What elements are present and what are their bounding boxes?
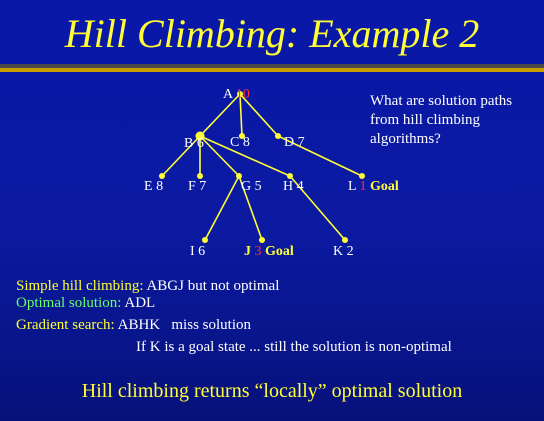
tree-node-dot-k [342, 237, 348, 243]
title-rule-dark [0, 64, 544, 68]
tree-edge-a-c [239, 93, 243, 137]
tree-edge-a-b [199, 93, 241, 137]
title-rule-gold [0, 68, 544, 72]
node-label-b: B 6 [184, 136, 204, 151]
tree-nodes [159, 91, 365, 243]
node-label-l: L 1 Goal [348, 179, 399, 194]
node-label-d: D 7 [284, 135, 305, 150]
question-text: What are solution paths from hill climbi… [370, 93, 513, 147]
node-label-i: I 6 [190, 244, 206, 259]
tree-node-dot-d [275, 133, 281, 139]
tree-node-dot-g [236, 173, 242, 179]
tree-edge-g-j [238, 175, 263, 241]
footer-conclusion: Hill climbing returns “locally” optimal … [81, 380, 463, 402]
tree-node-dot-e [159, 173, 165, 179]
tree-node-dot-a [237, 91, 243, 97]
tree-edge-a-d [239, 93, 279, 137]
node-label-a: A 10 [223, 87, 250, 102]
tree-node-dot-c [239, 133, 245, 139]
tree-edge-g-i [204, 175, 240, 241]
tree-node-dot-j [259, 237, 265, 243]
node-label-g: G 5 [241, 179, 262, 194]
tree-edge-h-k [289, 175, 346, 241]
tree-edges [161, 93, 363, 241]
tree-node-dot-i [202, 237, 208, 243]
non-optimal-note: If K is a goal state ... still the solut… [136, 339, 452, 355]
optimal-solution-line: Optimal solution: ADL [16, 295, 156, 311]
slide-title: Hill Climbing: Example 2 [64, 11, 480, 56]
tree-node-dot-h [287, 173, 293, 179]
node-label-h: H 4 [283, 179, 304, 194]
tree-edge-b-e [161, 135, 201, 177]
tree-edge-b-h [199, 135, 291, 177]
node-label-c: C 8 [230, 135, 250, 150]
node-label-k: K 2 [333, 244, 354, 259]
node-label-j: J 3 Goal [244, 244, 294, 259]
node-label-e: E 8 [144, 179, 164, 194]
node-label-f: F 7 [188, 179, 207, 194]
tree-edge-b-g [199, 135, 240, 177]
simple-hill-climbing-line: Simple hill climbing: ABGJ but not optim… [16, 278, 280, 294]
tree-node-dot-b [195, 131, 205, 141]
gradient-search-line: Gradient search: ABHK miss solution [16, 317, 251, 333]
tree-node-dot-l [359, 173, 365, 179]
tree-node-dot-f [197, 173, 203, 179]
tree-edge-d-l [277, 135, 363, 177]
